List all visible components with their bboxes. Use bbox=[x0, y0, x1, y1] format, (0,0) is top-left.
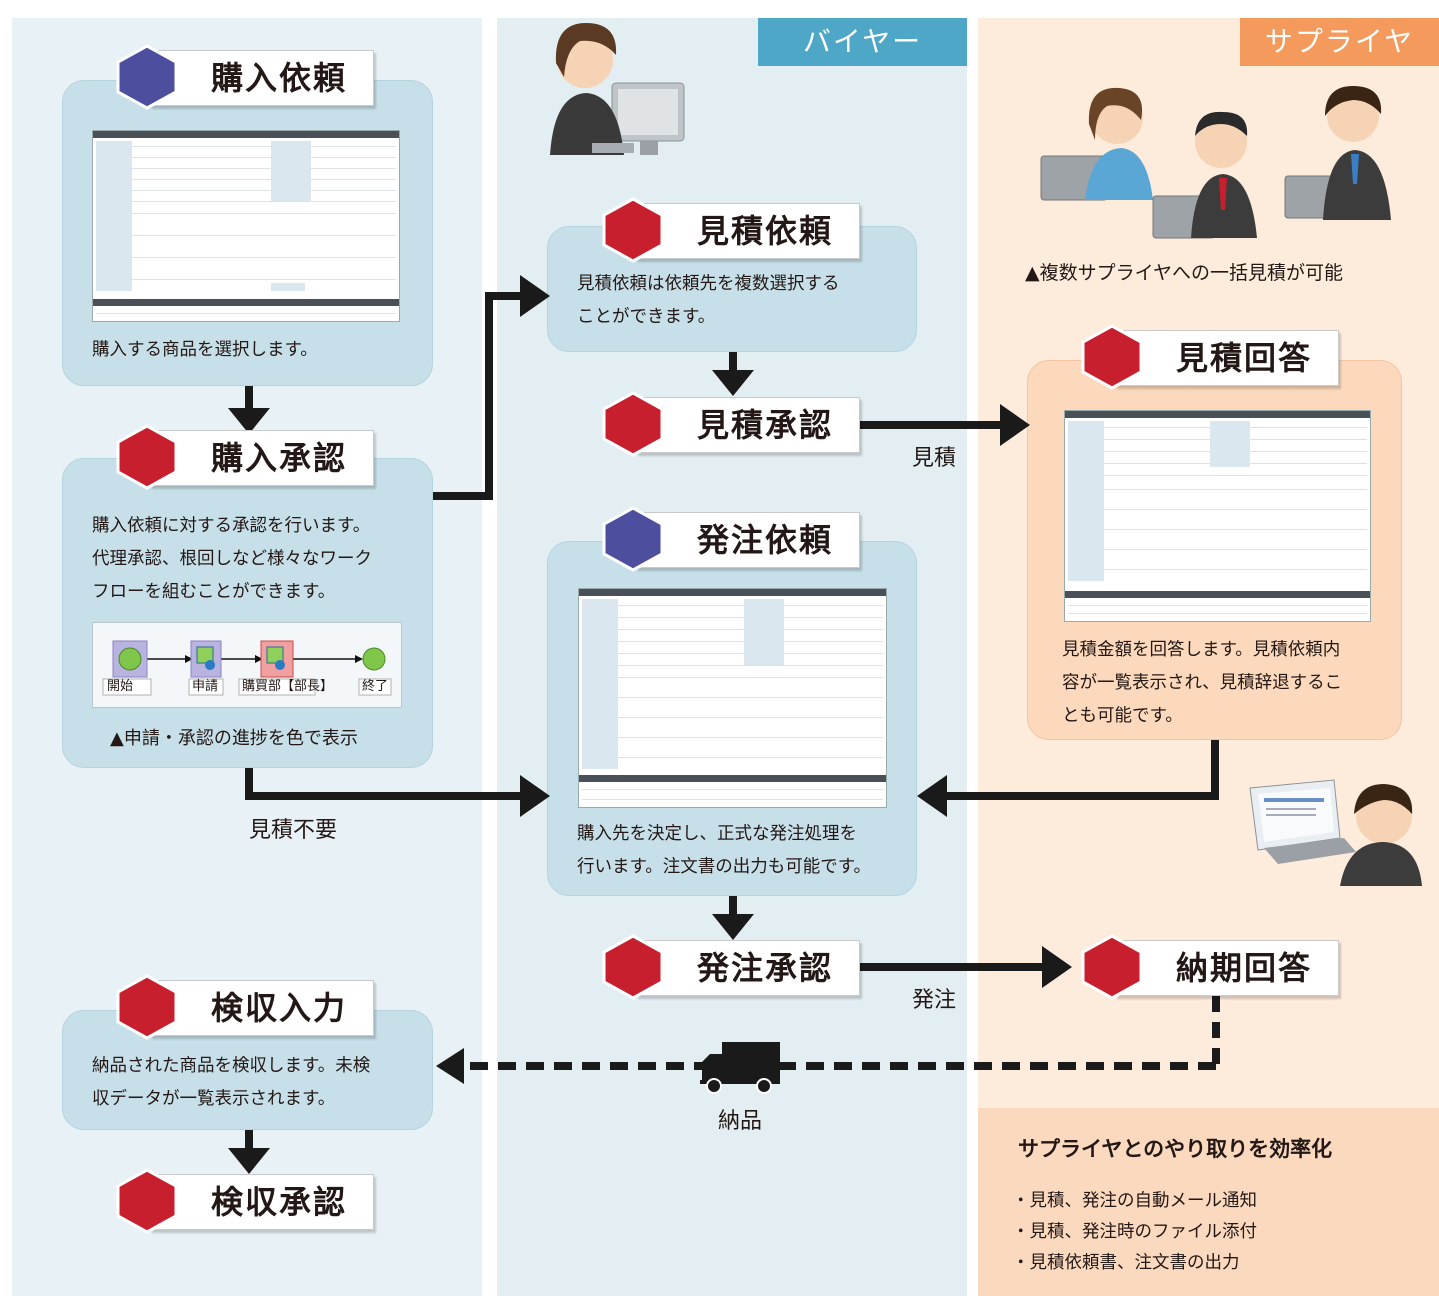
order-request-screenshot bbox=[578, 588, 887, 808]
arrow-head-request-approval bbox=[228, 408, 270, 434]
quote-request-desc-1: 見積依頼は依頼先を複数選択する bbox=[577, 274, 840, 294]
arrow-request-to-approval bbox=[245, 386, 253, 412]
line-approval-quote-h2 bbox=[485, 292, 527, 300]
buyer-lane-header: バイヤー bbox=[758, 18, 967, 66]
arrow-head-noquote bbox=[520, 775, 550, 817]
workflow-caption: ▲申請・承認の進捗を色で表示 bbox=[110, 728, 358, 749]
step-order-request: 発注依頼 bbox=[636, 512, 860, 568]
step-order-approval: 発注承認 bbox=[636, 940, 860, 996]
suppliers-illustration bbox=[1040, 86, 1391, 239]
quote-response-desc-3: とも可能です。 bbox=[1062, 706, 1183, 726]
purchase-approval-desc-3: フローを組むことができます。 bbox=[92, 582, 336, 602]
quote-response-screenshot bbox=[1064, 410, 1371, 622]
hexagon-red-icon bbox=[116, 1168, 178, 1234]
step-purchase-request-title: 購入依頼 bbox=[210, 59, 347, 97]
hexagon-red-icon bbox=[602, 391, 664, 457]
line-quote-to-supplier bbox=[858, 421, 1006, 429]
workflow-diagram-svg bbox=[102, 640, 392, 696]
inspection-input-desc-2: 収データが一覧表示されます。 bbox=[92, 1089, 336, 1109]
order-request-desc-2: 行います。注文書の出力も可能です。 bbox=[577, 857, 871, 877]
step-purchase-approval-title: 購入承認 bbox=[210, 439, 347, 477]
quote-response-desc-1: 見積金額を回答します。見積依頼内 bbox=[1062, 640, 1341, 660]
line-approval-quote-h1 bbox=[433, 492, 493, 500]
step-quote-response-title: 見積回答 bbox=[1175, 339, 1312, 377]
line-noquote-v bbox=[245, 768, 253, 800]
inspection-input-desc-1: 納品された商品を検収します。未検 bbox=[92, 1056, 371, 1076]
hexagon-red-icon bbox=[1081, 324, 1143, 390]
edge-label-no-quote: 見積不要 bbox=[249, 818, 338, 843]
line-response-h bbox=[944, 792, 1219, 800]
benefit-item-2: ・見積、発注時のファイル添付 bbox=[1012, 1222, 1257, 1242]
purchase-approval-desc-2: 代理承認、根回しなど様々なワーク bbox=[92, 549, 372, 569]
quote-response-desc-2: 容が一覧表示され、見積辞退するこ bbox=[1062, 673, 1343, 693]
hexagon-red-icon bbox=[1081, 934, 1143, 1000]
step-order-request-title: 発注依頼 bbox=[696, 521, 833, 559]
workflow-node-start: 開始 bbox=[107, 679, 134, 694]
edge-label-order: 発注 bbox=[912, 988, 957, 1013]
order-request-desc-1: 購入先を決定し、正式な発注処理を bbox=[577, 824, 857, 844]
supplier-lane-header: サプライヤ bbox=[1240, 18, 1439, 66]
delivery-dashed-line bbox=[436, 996, 1220, 1084]
arrow-head-to-quote-response bbox=[1000, 404, 1030, 446]
step-delivery-response: 納期回答 bbox=[1115, 940, 1339, 996]
step-inspection-input: 検収入力 bbox=[150, 980, 374, 1036]
step-quote-request-title: 見積依頼 bbox=[696, 212, 833, 250]
hexagon-red-icon bbox=[116, 974, 178, 1040]
step-inspection-approval-title: 検収承認 bbox=[210, 1183, 347, 1221]
truck-icon bbox=[700, 1042, 780, 1094]
edge-label-quote: 見積 bbox=[912, 446, 957, 471]
hexagon-red-icon bbox=[116, 424, 178, 490]
hexagon-blue-icon bbox=[602, 506, 664, 572]
step-quote-approval: 見積承認 bbox=[636, 397, 860, 453]
step-quote-response: 見積回答 bbox=[1115, 330, 1339, 386]
benefit-item-3: ・見積依頼書、注文書の出力 bbox=[1012, 1253, 1240, 1273]
arrow-quote-request-down bbox=[729, 352, 737, 374]
line-order-to-supplier bbox=[858, 963, 1048, 971]
arrow-head-to-delivery-response bbox=[1042, 946, 1072, 988]
step-quote-approval-title: 見積承認 bbox=[696, 406, 833, 444]
supplier-response-illustration bbox=[1249, 779, 1422, 886]
line-response-v bbox=[1211, 740, 1219, 800]
arrow-head-response-to-order bbox=[917, 775, 947, 817]
step-purchase-approval: 購入承認 bbox=[150, 430, 374, 486]
hexagon-red-icon bbox=[602, 934, 664, 1000]
buyer-illustration bbox=[550, 23, 685, 155]
arrow-order-request-down bbox=[729, 896, 737, 920]
supplier-caption: ▲複数サプライヤへの一括見積が可能 bbox=[1025, 262, 1344, 284]
step-inspection-input-title: 検収入力 bbox=[210, 989, 347, 1027]
quote-request-desc-2: ことができます。 bbox=[577, 307, 716, 327]
step-order-approval-title: 発注承認 bbox=[696, 949, 833, 987]
arrow-head-inspection-approval bbox=[228, 1148, 270, 1174]
purchase-approval-card bbox=[62, 458, 433, 768]
benefits-panel bbox=[978, 1108, 1439, 1296]
line-noquote-h bbox=[245, 792, 527, 800]
arrow-head-order-approval bbox=[712, 914, 754, 940]
step-delivery-response-title: 納期回答 bbox=[1175, 949, 1312, 987]
edge-label-delivery: 納品 bbox=[718, 1109, 763, 1134]
hexagon-red-icon bbox=[602, 197, 664, 263]
hexagon-blue-icon bbox=[116, 44, 178, 110]
step-inspection-approval: 検収承認 bbox=[150, 1174, 374, 1230]
arrow-head-quote-approval bbox=[712, 370, 754, 396]
step-quote-request: 見積依頼 bbox=[636, 203, 860, 259]
workflow-node-apply: 申請 bbox=[192, 679, 219, 694]
purchase-request-screenshot bbox=[92, 130, 400, 322]
benefits-title: サプライヤとのやり取りを効率化 bbox=[1018, 1137, 1333, 1161]
line-approval-quote-v bbox=[485, 292, 493, 500]
step-purchase-request: 購入依頼 bbox=[150, 50, 374, 106]
purchase-request-desc: 購入する商品を選択します。 bbox=[92, 340, 318, 360]
workflow-node-manager: 購買部【部長】 bbox=[242, 679, 334, 694]
workflow-diagram: 開始 申請 購買部【部長】 終了 bbox=[92, 622, 402, 708]
arrow-head-to-quote-request bbox=[520, 275, 550, 317]
purchase-approval-desc-1: 購入依頼に対する承認を行います。 bbox=[92, 516, 371, 536]
arrow-inspection-down bbox=[245, 1130, 253, 1152]
benefit-item-1: ・見積、発注の自動メール通知 bbox=[1012, 1191, 1257, 1211]
workflow-node-end: 終了 bbox=[362, 679, 389, 694]
